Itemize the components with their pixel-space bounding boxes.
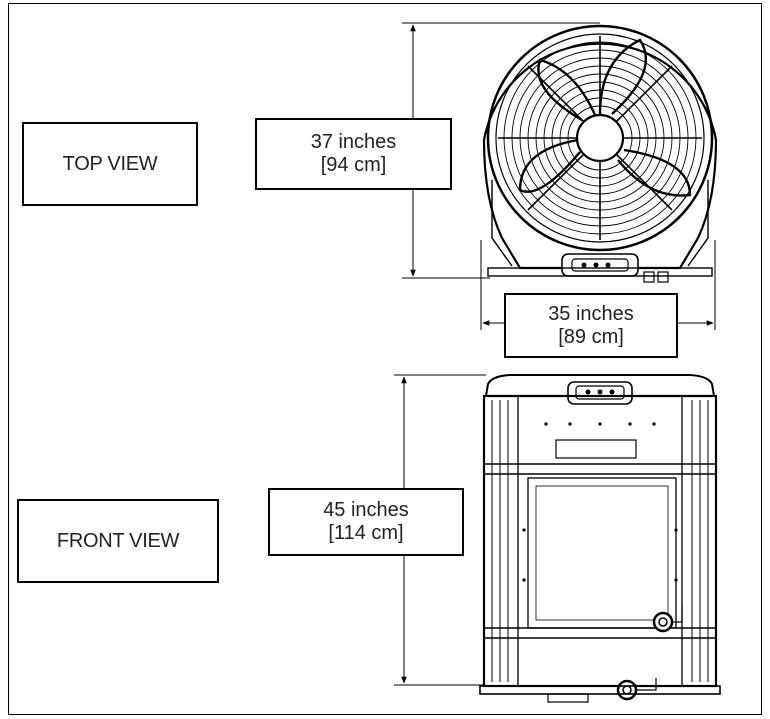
front-view-unit — [479, 374, 721, 703]
top-width-metric: [89 cm] — [558, 325, 624, 348]
top-view-label: TOP VIEW — [62, 152, 158, 175]
front-view-label: FRONT VIEW — [56, 529, 180, 552]
top-height-metric: [94 cm] — [320, 154, 387, 176]
front-height-label-box: 45 inches [114 cm] — [268, 488, 464, 556]
fan-blades — [518, 38, 692, 197]
top-height-label-box: 37 inches [94 cm] — [255, 118, 452, 190]
front-height-metric: [114 cm] — [328, 522, 404, 544]
side-louvers — [491, 400, 709, 682]
top-width-label-box: 35 inches [89 cm] — [504, 293, 678, 358]
top-height-imperial: 37 inches — [310, 131, 397, 153]
fan-spokes — [498, 36, 702, 240]
top-width-imperial: 35 inches — [548, 302, 634, 325]
top-view-unit — [482, 24, 718, 283]
diagram-frame — [8, 3, 762, 715]
top-view-label-box: TOP VIEW — [22, 122, 198, 206]
front-height-imperial: 45 inches — [323, 499, 409, 521]
panel-screws — [522, 422, 678, 582]
front-view-label-box: FRONT VIEW — [17, 499, 219, 583]
